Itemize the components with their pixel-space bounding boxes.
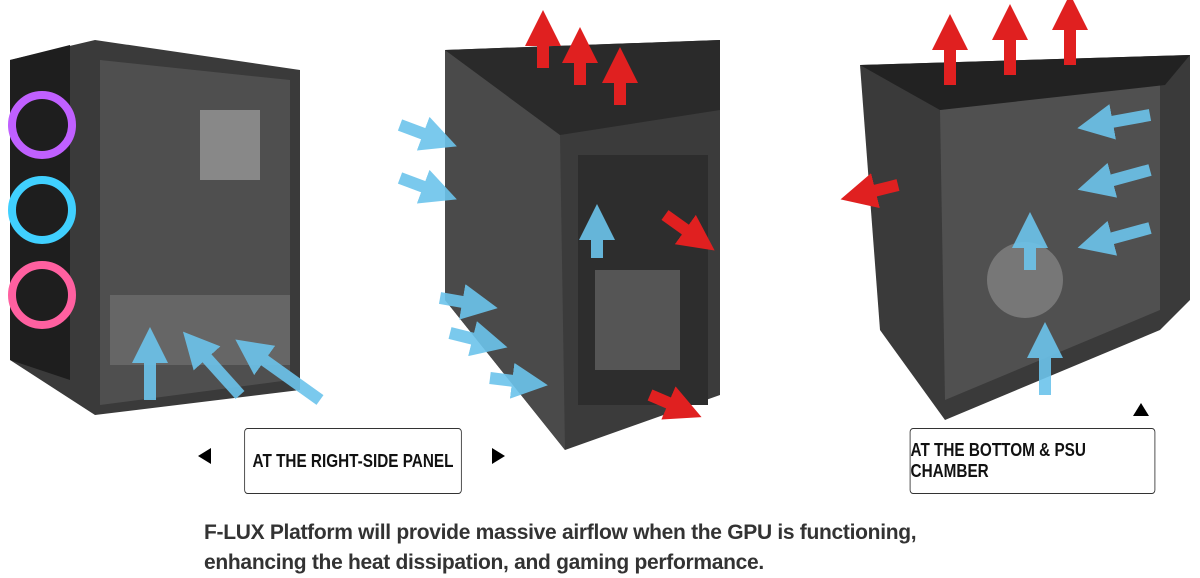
bottom-psu-label: AT THE BOTTOM & PSU CHAMBER <box>909 428 1156 494</box>
triangle-right-icon <box>492 448 505 464</box>
right-side-panel-label: AT THE RIGHT-SIDE PANEL <box>244 428 462 494</box>
triangle-left-icon <box>198 448 211 464</box>
caption-line-1: F-LUX Platform will provide massive airf… <box>204 521 917 544</box>
exhaust-arrows <box>525 0 1088 420</box>
middle-case-image <box>445 40 720 450</box>
caption: F-LUX Platform will provide massive airf… <box>204 518 917 578</box>
intake-arrows <box>132 104 1152 405</box>
caption-line-2: enhancing the heat dissipation, and gami… <box>204 551 764 574</box>
triangle-up-icon <box>1133 403 1149 416</box>
